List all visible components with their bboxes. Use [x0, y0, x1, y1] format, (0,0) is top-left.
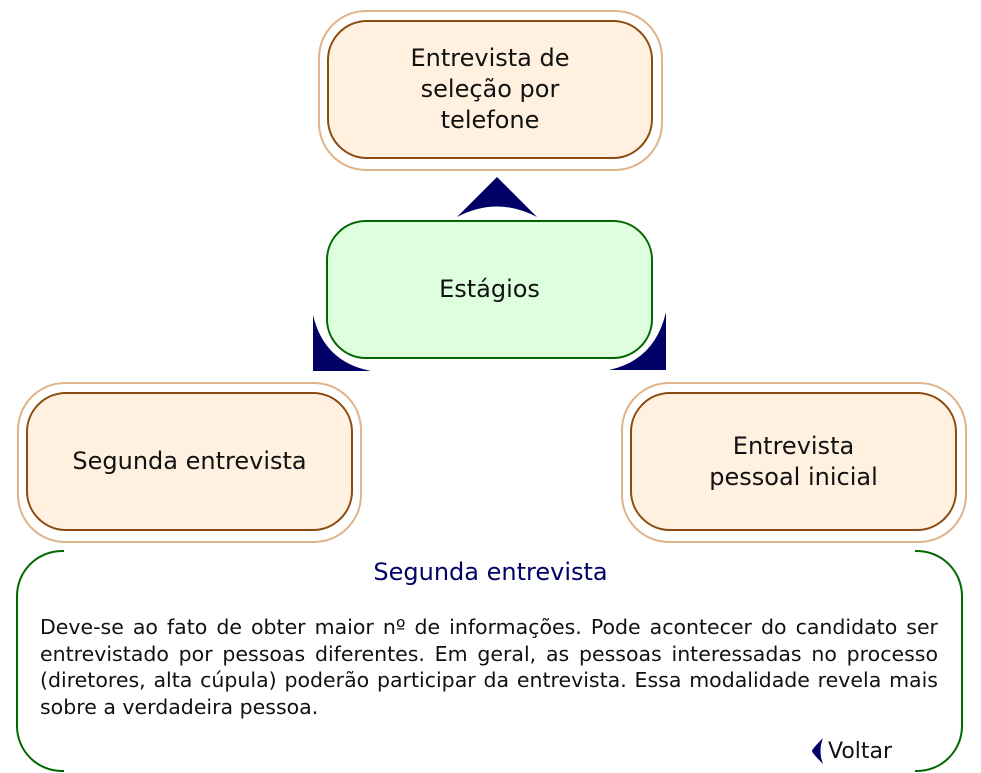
back-chevron-icon: [812, 738, 823, 764]
top-node-halo: [318, 10, 663, 171]
panel-title: Segunda entrevista: [373, 558, 608, 586]
node-entrevista-pessoal[interactable]: Entrevista pessoal inicial: [630, 392, 957, 531]
arrow-up-icon: [457, 177, 537, 217]
arrow-left-icon: [313, 315, 371, 371]
arrow-right-icon: [609, 312, 666, 370]
node-estagios[interactable]: Estágios: [326, 220, 653, 359]
panel-text: Deve-se ao fato de obter maior nº de inf…: [40, 615, 938, 719]
right-node-halo: [621, 382, 967, 543]
left-node-halo: [17, 382, 362, 543]
back-label: Voltar: [828, 738, 893, 764]
node-telefone[interactable]: Entrevista de seleção por telefone: [327, 20, 653, 159]
node-segunda-entrevista[interactable]: Segunda entrevista: [26, 392, 353, 531]
back-button[interactable]: Voltar: [808, 736, 892, 766]
